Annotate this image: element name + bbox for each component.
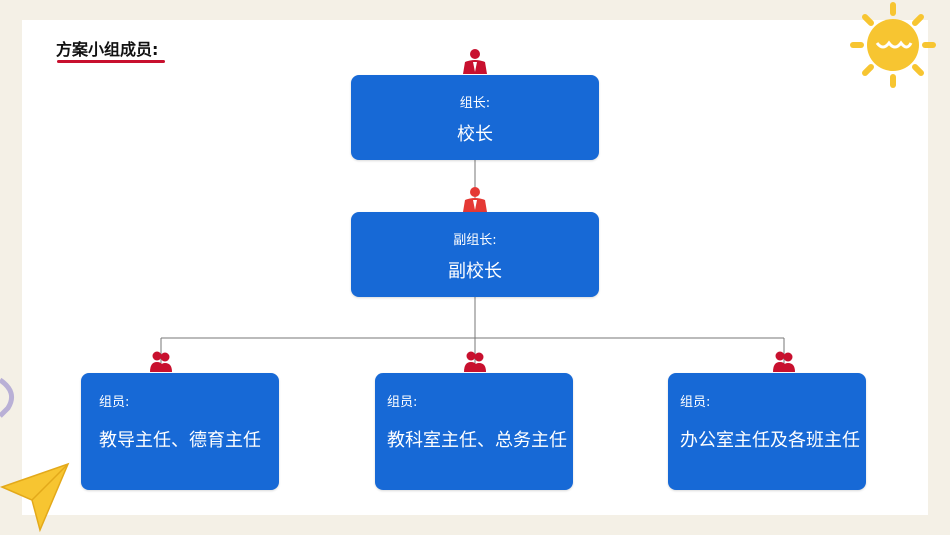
node-name: 教导主任、德育主任 [99,430,261,451]
node-name: 校长 [457,124,493,145]
group-icon [150,351,172,372]
node-member-3: 组员: 办公室主任及各班主任 [668,373,866,490]
person-icon [463,187,487,212]
node-name: 教科室主任、总务主任 [387,430,567,451]
paper-plane-icon [0,462,70,533]
node-name: 办公室主任及各班主任 [680,430,860,451]
node-role-label: 组长: [459,96,491,111]
node-deputy: 副组长: 副校长 [351,212,599,297]
title-underline [57,60,165,63]
group-icon [464,351,486,372]
node-member-1: 组员: 教导主任、德育主任 [81,373,279,490]
sun-icon [850,2,936,88]
node-role-label: 组员: [680,395,711,410]
group-icon [773,351,795,372]
node-name: 副校长 [448,261,502,282]
node-role-label: 组员: [387,395,418,410]
person-icon [463,49,487,74]
node-role-label: 组员: [99,395,130,410]
node-leader: 组长: 校长 [351,75,599,160]
node-member-2: 组员: 教科室主任、总务主任 [375,373,573,490]
node-role-label: 副组长: [453,233,497,248]
page-title: 方案小组成员: [56,40,159,59]
decorative-swirl [0,377,15,418]
